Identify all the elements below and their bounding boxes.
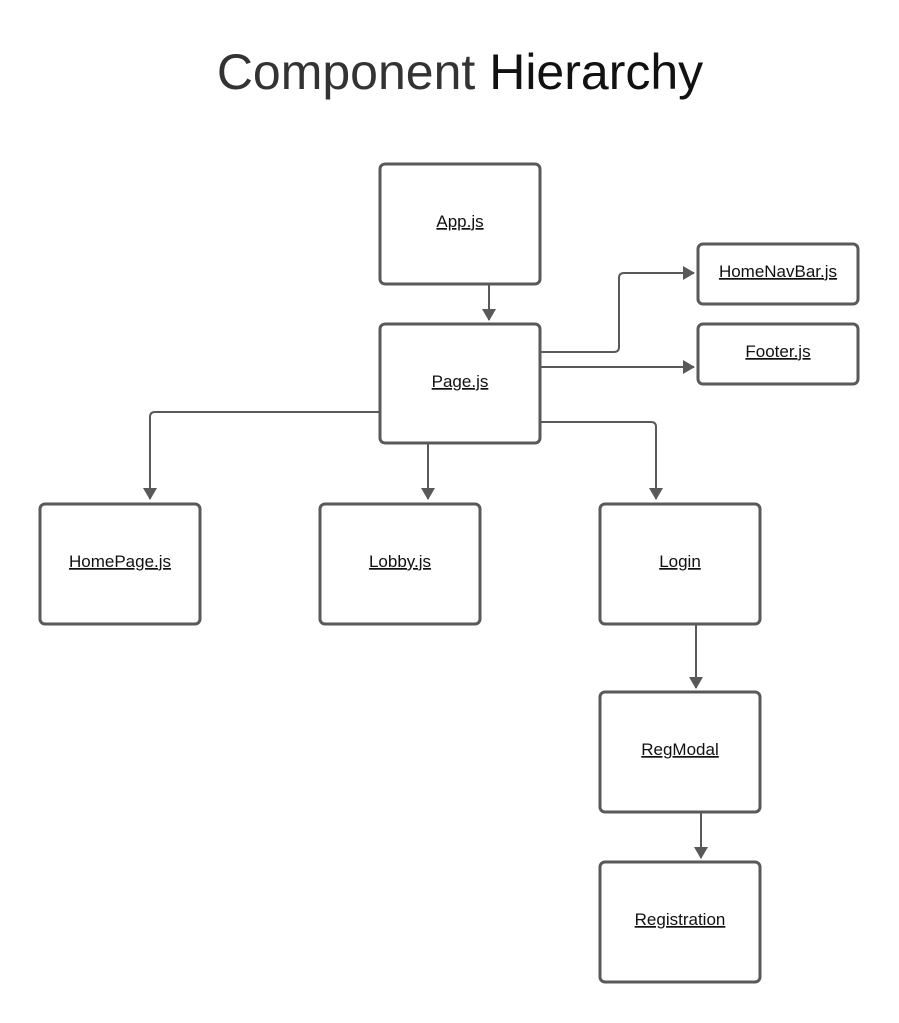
label-app: App.js (436, 212, 483, 231)
node-lobby (318, 502, 482, 626)
edge-page-to-login (541, 421, 663, 500)
label-lobby: Lobby.js (369, 552, 431, 571)
label-footer: Footer.js (745, 342, 810, 361)
title-part-2: Hierarchy (489, 44, 704, 100)
label-homenavbar: HomeNavBar.js (719, 262, 837, 281)
edge-page-to-homepage (143, 411, 380, 500)
node-page (378, 322, 542, 445)
label-registration: Registration (635, 910, 726, 929)
node-homepage (38, 502, 202, 626)
edge-page-to-homenavbar (541, 266, 695, 353)
node-registration (598, 860, 762, 984)
label-regmodal: RegModal (641, 740, 719, 759)
label-login: Login (659, 552, 701, 571)
title-part-1: Component (216, 44, 476, 100)
diagram-title: Component Hierarchy (0, 38, 899, 106)
label-homepage: HomePage.js (69, 552, 171, 571)
node-login (598, 502, 762, 626)
node-homenavbar (696, 242, 860, 306)
node-regmodal (598, 690, 762, 814)
connectors (143, 266, 708, 859)
node-footer (696, 322, 860, 386)
node-app (378, 162, 542, 286)
label-page: Page.js (432, 372, 489, 391)
